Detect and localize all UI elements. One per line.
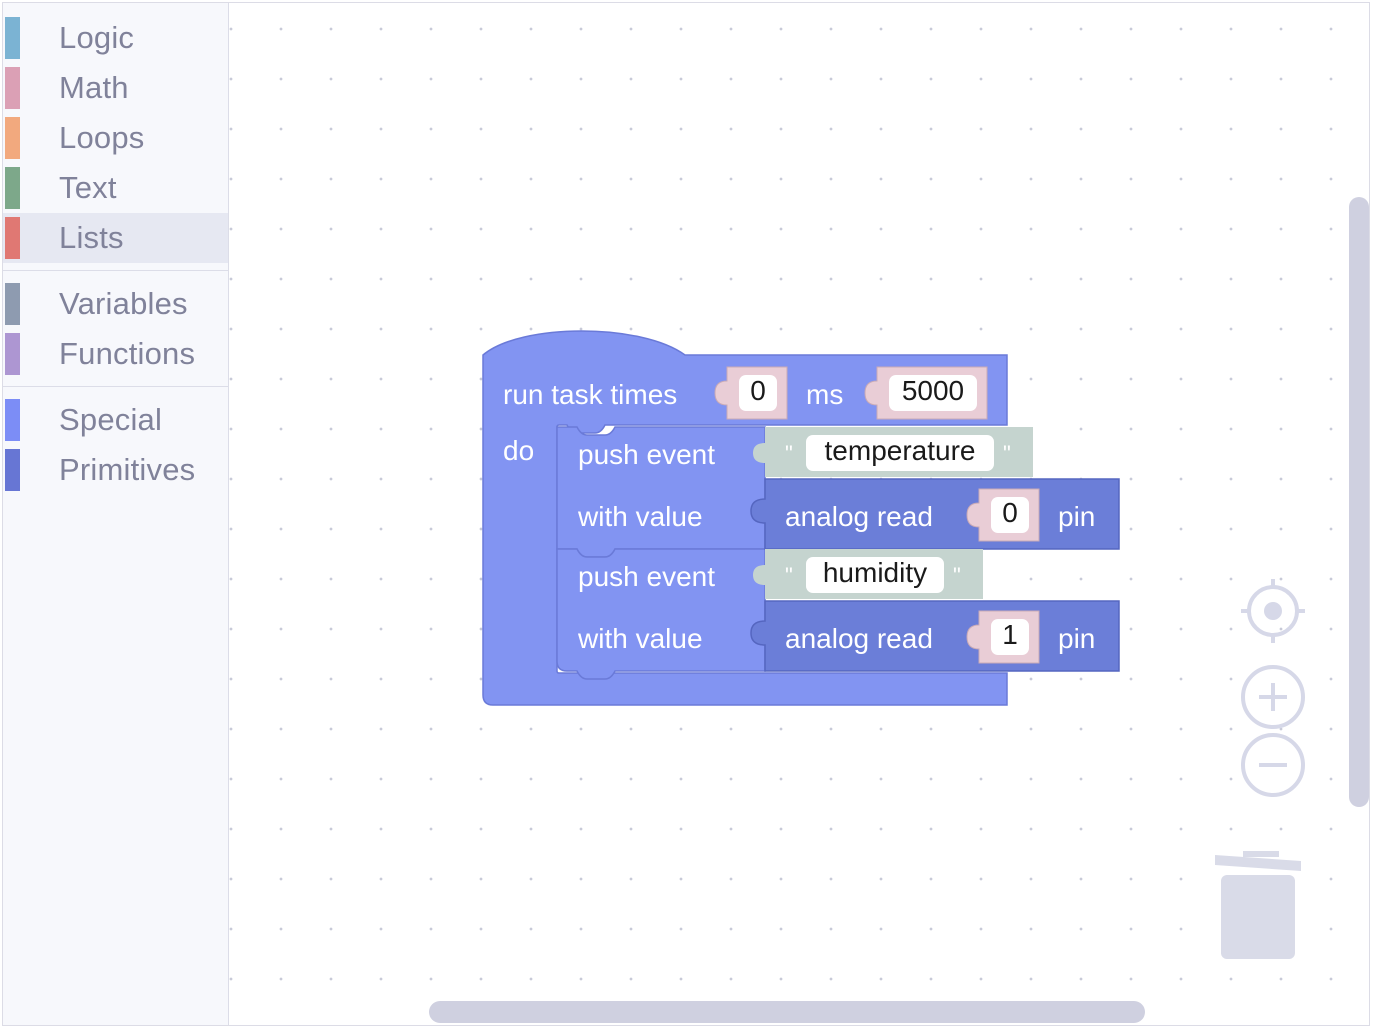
category-color-swatch bbox=[5, 67, 20, 109]
category-math[interactable]: Math bbox=[3, 63, 228, 113]
category-color-swatch bbox=[5, 117, 20, 159]
open-quote: " bbox=[785, 563, 793, 588]
category-label: Lists bbox=[59, 220, 124, 255]
category-color-swatch bbox=[5, 333, 20, 375]
push-event-label: push event bbox=[578, 561, 715, 592]
times-number-field[interactable]: 0 bbox=[739, 375, 777, 411]
pin-label: pin bbox=[1058, 501, 1096, 532]
pin-number-field[interactable]: 0 bbox=[991, 497, 1029, 533]
trash-icon[interactable] bbox=[1215, 849, 1305, 963]
category-color-swatch bbox=[5, 283, 20, 325]
toolbox-separator bbox=[3, 263, 228, 279]
category-lists[interactable]: Lists bbox=[3, 213, 228, 263]
open-quote: " bbox=[785, 441, 793, 466]
category-color-swatch bbox=[5, 17, 20, 59]
toolbox-separator bbox=[3, 379, 228, 395]
category-primitives[interactable]: Primitives bbox=[3, 445, 228, 495]
category-functions[interactable]: Functions bbox=[3, 329, 228, 379]
push-event-label: push event bbox=[578, 439, 715, 470]
category-color-swatch bbox=[5, 449, 20, 491]
category-label: Special bbox=[59, 402, 163, 437]
category-label: Variables bbox=[59, 286, 188, 321]
category-label: Primitives bbox=[59, 452, 196, 487]
event-name-field[interactable]: temperature bbox=[806, 435, 994, 471]
zoom-in-icon[interactable] bbox=[1239, 663, 1309, 733]
category-loops[interactable]: Loops bbox=[3, 113, 228, 163]
ms-label: ms bbox=[806, 379, 844, 410]
analog-read-label: analog read bbox=[785, 501, 933, 532]
pin-number-field[interactable]: 1 bbox=[991, 619, 1029, 655]
pin-label: pin bbox=[1058, 623, 1096, 654]
category-label: Math bbox=[59, 70, 129, 105]
center-icon[interactable] bbox=[1239, 577, 1309, 647]
event-name-field[interactable]: humidity bbox=[806, 557, 944, 593]
category-label: Loops bbox=[59, 120, 145, 155]
with-value-label: with value bbox=[578, 501, 703, 532]
category-label: Logic bbox=[59, 20, 135, 55]
category-color-swatch bbox=[5, 399, 20, 441]
close-quote: " bbox=[953, 563, 961, 588]
category-special[interactable]: Special bbox=[3, 395, 228, 445]
vertical-scrollbar[interactable] bbox=[1349, 197, 1369, 807]
toolbox: Logic Math Loops Text Lists Variables Fu… bbox=[3, 3, 229, 1025]
run-task-label: run task times bbox=[503, 379, 678, 410]
category-label: Text bbox=[59, 170, 117, 205]
category-color-swatch bbox=[5, 167, 20, 209]
close-quote: " bbox=[1003, 441, 1011, 466]
ms-number-field[interactable]: 5000 bbox=[889, 375, 977, 411]
zoom-out-icon[interactable] bbox=[1239, 731, 1309, 801]
analog-read-label: analog read bbox=[785, 623, 933, 654]
horizontal-scrollbar[interactable] bbox=[429, 1001, 1145, 1023]
category-label: Functions bbox=[59, 336, 196, 371]
with-value-label: with value bbox=[578, 623, 703, 654]
category-color-swatch bbox=[5, 217, 20, 259]
category-text[interactable]: Text bbox=[3, 163, 228, 213]
category-logic[interactable]: Logic bbox=[3, 13, 228, 63]
do-label: do bbox=[503, 435, 535, 466]
category-variables[interactable]: Variables bbox=[3, 279, 228, 329]
